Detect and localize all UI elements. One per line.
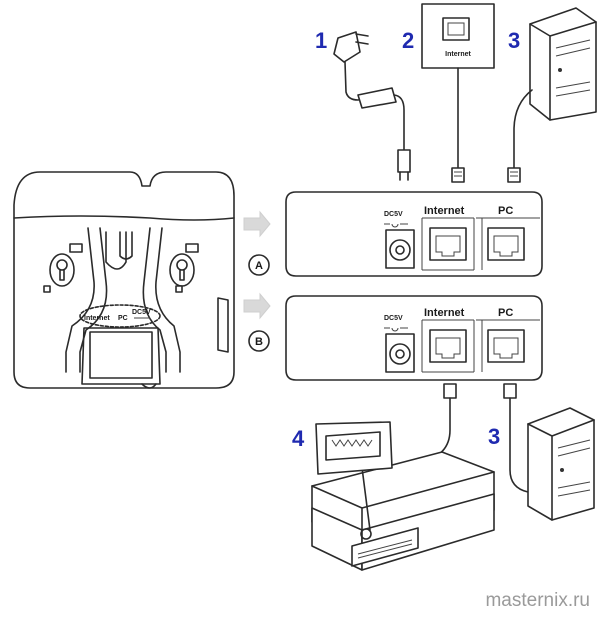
callout-2: 2 <box>402 28 414 53</box>
panel-a-dc-label: DC5V <box>384 211 403 218</box>
callout-3-bottom: 3 <box>488 424 500 449</box>
wall-mount-hole-left <box>49 253 75 287</box>
callout-3-top: 3 <box>508 28 520 53</box>
ethernet-cable-to-pc <box>503 383 529 493</box>
computer-tower-top <box>507 7 597 183</box>
panel-b-pc-label: PC <box>498 307 513 319</box>
watermark: masternix.ru <box>485 590 590 611</box>
base-dc-label: DC5V <box>132 309 151 316</box>
panel-a-pc-label: PC <box>498 205 513 217</box>
power-adapter <box>333 31 411 181</box>
port-panel-a: A DC5V Internet PC <box>248 191 543 277</box>
port-panel-b: B DC5V Internet PC <box>248 295 543 381</box>
arrow-b <box>243 292 271 320</box>
arrow-a <box>243 210 271 238</box>
callout-4: 4 <box>292 426 305 451</box>
base-pc-label: PC <box>118 315 128 322</box>
panel-b-internet-label: Internet <box>424 307 465 319</box>
panel-b-circle-label: B <box>255 336 263 348</box>
phone-base-rear: Internet PC DC5V <box>13 171 235 389</box>
wall-mount-hole-right <box>169 253 195 287</box>
network-switch <box>311 421 495 571</box>
base-internet-label: Internet <box>84 315 110 322</box>
panel-a-circle-label: A <box>255 260 263 272</box>
wall-jack-label: Internet <box>445 51 471 58</box>
callout-1: 1 <box>315 28 327 53</box>
panel-a-internet-label: Internet <box>424 205 465 217</box>
computer-tower-bottom <box>527 407 595 521</box>
panel-b-dc-label: DC5V <box>384 315 403 322</box>
wall-jack: Internet <box>421 3 495 183</box>
